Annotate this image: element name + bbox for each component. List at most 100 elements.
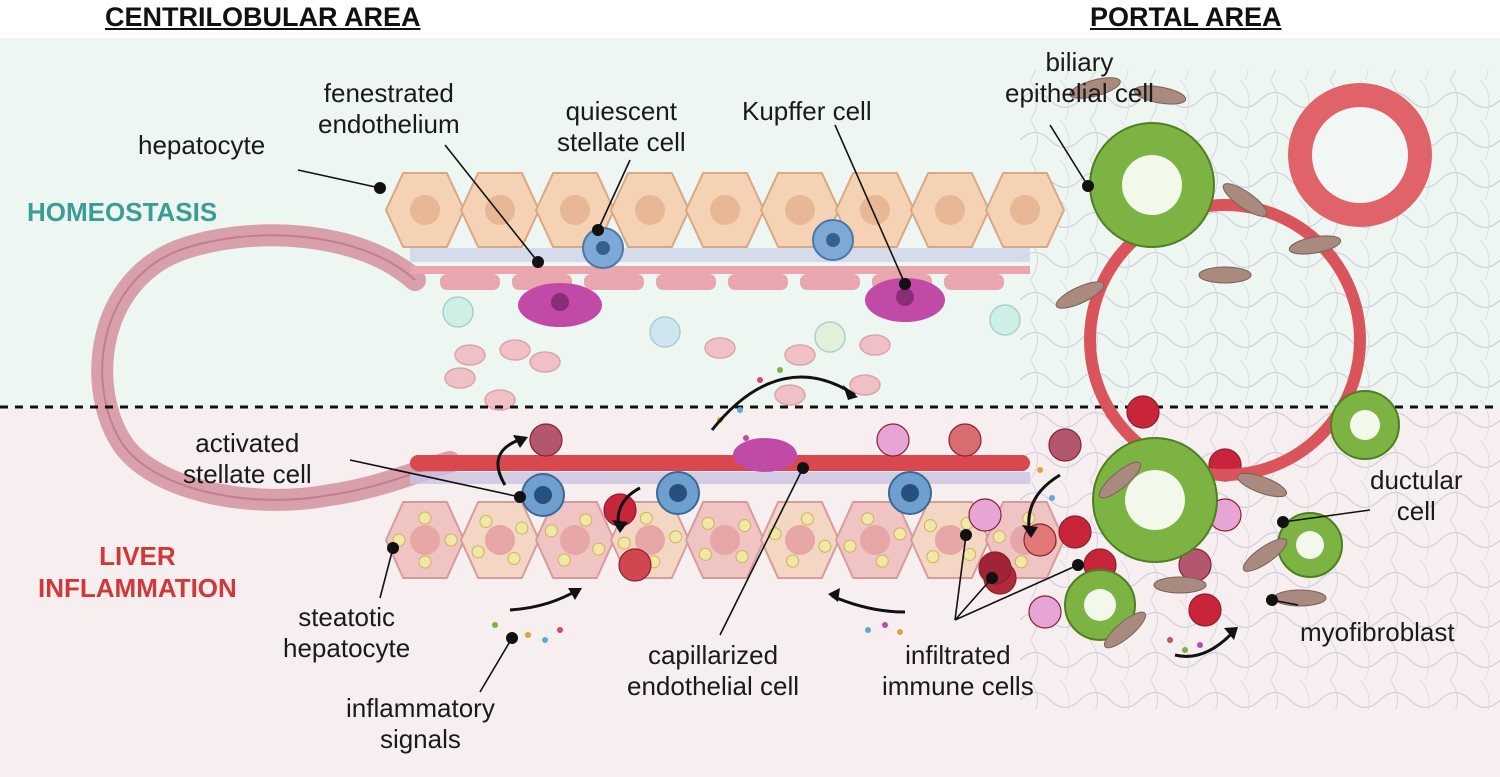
activated-kupffer-cell	[733, 438, 797, 472]
endothelial-cell	[584, 274, 644, 290]
inflammatory-signal-dot	[882, 622, 888, 628]
red-blood-cell	[704, 337, 736, 359]
lipid-droplet	[515, 521, 529, 535]
lipid-droplet	[786, 554, 800, 568]
label-line: cell	[1396, 496, 1436, 526]
label-activated-stellate-cell: activated stellate cell	[183, 428, 312, 490]
hepatocyte-nucleus	[410, 525, 440, 555]
lipid-droplet	[544, 524, 558, 538]
bile-duct	[1089, 122, 1215, 248]
label-line: capillarized	[647, 640, 779, 670]
fibroblast	[1242, 538, 1288, 572]
hepatocyte-nucleus	[935, 525, 965, 555]
red-blood-cell	[529, 351, 561, 373]
inflammatory-signal-dot	[865, 627, 871, 633]
inflammatory-signal-dot	[557, 627, 563, 633]
hepatic-artery-lumen	[1312, 107, 1408, 203]
endothelial-cell	[440, 274, 500, 290]
label-kupffer-cell: Kupffer cell	[742, 96, 872, 127]
label-inflammatory-signals: inflammatory signals	[346, 693, 495, 755]
hepatocyte-nucleus	[710, 195, 740, 225]
lipid-droplet	[861, 512, 875, 526]
hepatocyte-nucleus	[860, 195, 890, 225]
label-line: stellate cell	[183, 459, 312, 489]
label-line: endothelium	[318, 109, 460, 139]
immune-cell	[1048, 428, 1082, 462]
lipid-droplet	[669, 530, 683, 544]
hepatocyte-nucleus	[485, 195, 515, 225]
hepatocyte-nucleus	[635, 525, 665, 555]
lipid-droplet	[701, 516, 715, 530]
lipid-droplet	[579, 513, 593, 527]
title-portal-area: PORTAL AREA	[1090, 2, 1282, 32]
label-biliary-epithelial-cell: biliary epithelial cell	[1005, 47, 1154, 109]
hepatocyte-row-homeostasis	[384, 172, 1066, 248]
inflammatory-signal-dot	[777, 367, 783, 373]
immune-cell	[948, 423, 982, 457]
red-blood-cell	[859, 334, 891, 356]
lipid-droplet	[1014, 555, 1028, 569]
label-line: ductular	[1370, 465, 1463, 495]
activated-stellate-cell	[656, 471, 700, 515]
label-line: biliary	[1045, 47, 1114, 77]
label-line: activated	[195, 428, 300, 458]
red-blood-cell	[849, 374, 881, 396]
immune-cell	[876, 423, 910, 457]
label-steatotic-hepatocyte: steatotic hepatocyte	[283, 602, 410, 664]
immune-cell	[1058, 515, 1092, 549]
fibroblast	[1133, 85, 1187, 105]
inflammatory-signal-dot	[743, 435, 749, 441]
portal-venule	[1084, 199, 1366, 481]
fibroblast	[1236, 472, 1288, 498]
hepatocyte-nucleus	[860, 525, 890, 555]
immune-cell	[1188, 593, 1222, 627]
lipid-droplet	[738, 519, 752, 533]
state-liver-inflammation: LIVER INFLAMMATION	[38, 540, 237, 604]
label-line: Kupffer cell	[742, 96, 872, 126]
lipid-droplet	[557, 553, 571, 567]
immune-cell	[1028, 595, 1062, 629]
endothelial-cell	[800, 274, 860, 290]
label-line: inflammatory	[346, 693, 495, 723]
inflammatory-signal-dot	[542, 637, 548, 643]
inflammatory-signal-dot	[492, 622, 498, 628]
quiescent-stellate-cell	[582, 227, 624, 269]
arrow-heads	[513, 385, 1238, 640]
capillarized-endothelium-layer	[410, 455, 1030, 471]
label-line: quiescent	[565, 96, 677, 126]
red-blood-cell	[444, 367, 476, 389]
arrow	[710, 375, 856, 431]
ductular-reaction-duct	[1277, 512, 1343, 578]
label-line: signals	[379, 724, 461, 754]
lipid-droplet	[926, 550, 940, 564]
state-liver-text: LIVER	[99, 541, 176, 571]
lipid-droplet	[843, 539, 857, 553]
hepatocyte-nucleus	[560, 195, 590, 225]
lipid-droplet	[479, 515, 493, 529]
endothelial-cell	[656, 274, 716, 290]
fibroblast	[1098, 461, 1142, 499]
leukocyte	[814, 321, 846, 353]
label-line: epithelial cell	[1005, 78, 1154, 108]
label-infiltrated-immune-cells: infiltrated immune cells	[882, 640, 1034, 702]
lipid-droplet	[418, 511, 432, 525]
immune-cell	[1126, 395, 1160, 429]
inflammatory-signal-dot	[757, 377, 763, 383]
label-line: infiltrated	[905, 640, 1011, 670]
red-blood-cell	[454, 344, 486, 366]
lipid-droplet	[893, 527, 907, 541]
fibroblast	[1055, 281, 1105, 309]
quiescent-stellate-cell	[812, 219, 854, 261]
fibroblast	[1198, 266, 1252, 284]
lipid-droplet	[617, 536, 631, 550]
immune-cell	[618, 548, 652, 582]
label-ductular-cell: ductular cell	[1370, 465, 1463, 527]
fibroblast	[1273, 589, 1327, 607]
label-myofibroblast: myofibroblast	[1300, 617, 1455, 648]
hepatocyte-nucleus	[785, 525, 815, 555]
label-capillarized-endothelial-cell: capillarized endothelial cell	[627, 640, 799, 702]
lipid-droplet	[818, 539, 832, 553]
lipid-droplet	[992, 530, 1006, 544]
